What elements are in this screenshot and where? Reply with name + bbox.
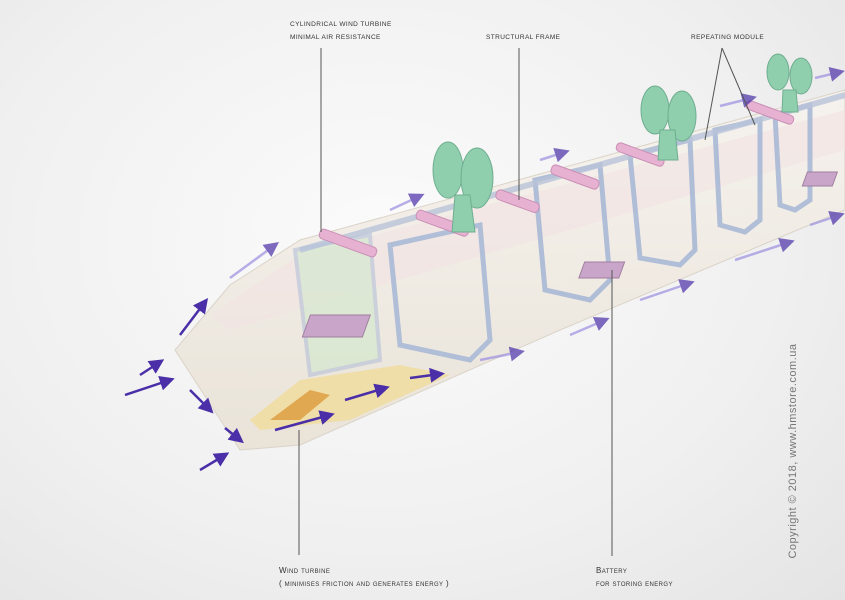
green-wind-turbines bbox=[432, 53, 813, 233]
leader-lines bbox=[298, 47, 756, 556]
label-structural-frame: Structural frame bbox=[486, 34, 561, 41]
label-line: for storing energy bbox=[596, 579, 673, 588]
label-line: Wind turbine bbox=[279, 566, 331, 575]
copyright-notice: Copyright © 2018, www.hmstore.com.ua bbox=[787, 343, 799, 559]
label-line: Battery bbox=[596, 566, 628, 575]
airflow-arrows bbox=[124, 298, 445, 472]
label-line: ( minimises friction and generates energ… bbox=[279, 579, 450, 588]
label-repeating-module: Repeating module bbox=[691, 34, 765, 41]
label-wind-turbine: Wind turbine ( minimises friction and ge… bbox=[279, 564, 449, 590]
nose-turbine bbox=[270, 390, 330, 420]
label-line: Cylindrical wind turbine bbox=[290, 21, 392, 28]
label-line: Minimal air resistance bbox=[290, 34, 381, 41]
label-cylindrical-turbine: Cylindrical wind turbine Minimal air res… bbox=[290, 18, 392, 44]
label-battery: Battery for storing energy bbox=[596, 564, 673, 590]
front-glass bbox=[292, 232, 383, 378]
batteries bbox=[301, 171, 839, 338]
